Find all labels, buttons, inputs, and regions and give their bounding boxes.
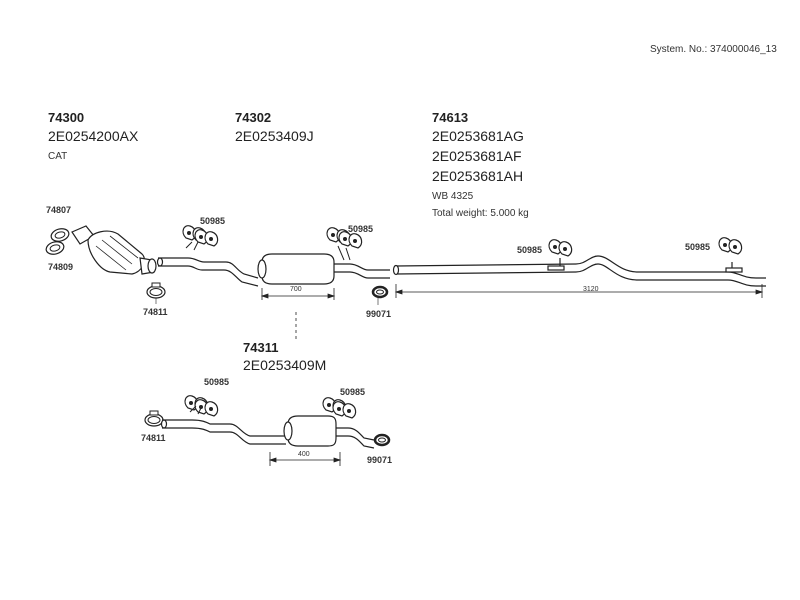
dimension-alt-length: 400 <box>298 451 310 458</box>
front-part-number: 74302 <box>235 110 272 125</box>
alt-part-number: 74311 <box>243 340 279 355</box>
dimension-rear-length: 3120 <box>583 286 599 293</box>
system-number: System. No.: 374000046_13 <box>650 44 777 55</box>
gasket-74809 <box>45 241 65 255</box>
rear-weight: Total weight: 5.000 kg <box>432 208 529 219</box>
callout-gasket-a: 74807 <box>46 205 72 215</box>
dimension-front-length: 700 <box>290 286 302 293</box>
dimension-line-400 <box>268 452 342 466</box>
rear-code-3: 2E0253681AH <box>432 168 524 184</box>
gasket-74807 <box>50 228 70 242</box>
alt-front-pipe <box>160 405 286 445</box>
dimension-line-700 <box>260 288 336 300</box>
rear-part-number: 74613 <box>432 110 469 125</box>
callout-hanger-5: 50985 <box>204 377 230 387</box>
rear-code-2: 2E0253681AF <box>432 148 522 164</box>
rear-pipe <box>392 255 766 287</box>
front-pipe <box>156 241 259 287</box>
cat-part-number: 74300 <box>48 110 85 125</box>
callout-hanger-4: 50985 <box>685 242 711 252</box>
callout-hanger-3: 50985 <box>517 245 543 255</box>
alt-code: 2E0253409M <box>243 357 327 373</box>
callout-hanger-6: 50985 <box>340 387 366 397</box>
cat-code: 2E0254200AX <box>48 128 139 144</box>
dimension-line-3120 <box>394 284 764 298</box>
hanger-50985-3 <box>548 239 573 257</box>
callout-clamp-bottom: 74811 <box>141 433 166 443</box>
callout-gasket-b: 74809 <box>48 262 74 272</box>
rear-wheelbase: WB 4325 <box>432 191 474 202</box>
ring-99071-top <box>371 285 389 299</box>
front-code: 2E0253409J <box>235 128 314 144</box>
catalytic-converter <box>71 225 157 275</box>
ring-99071-bottom <box>373 433 391 447</box>
front-muffler <box>257 245 390 285</box>
rear-code-1: 2E0253681AG <box>432 128 524 144</box>
clamp-74811-bottom <box>144 410 164 427</box>
callout-hanger-1: 50985 <box>200 216 226 226</box>
callout-ring-bottom: 99071 <box>367 455 393 465</box>
clamp-74811-top <box>146 282 166 299</box>
callout-clamp-top: 74811 <box>143 307 168 317</box>
cat-note: CAT <box>48 151 68 162</box>
alt-front-muffler <box>283 415 375 449</box>
callout-ring-top: 99071 <box>366 309 392 319</box>
callout-hanger-2: 50985 <box>348 224 374 234</box>
hanger-50985-4 <box>718 237 743 255</box>
